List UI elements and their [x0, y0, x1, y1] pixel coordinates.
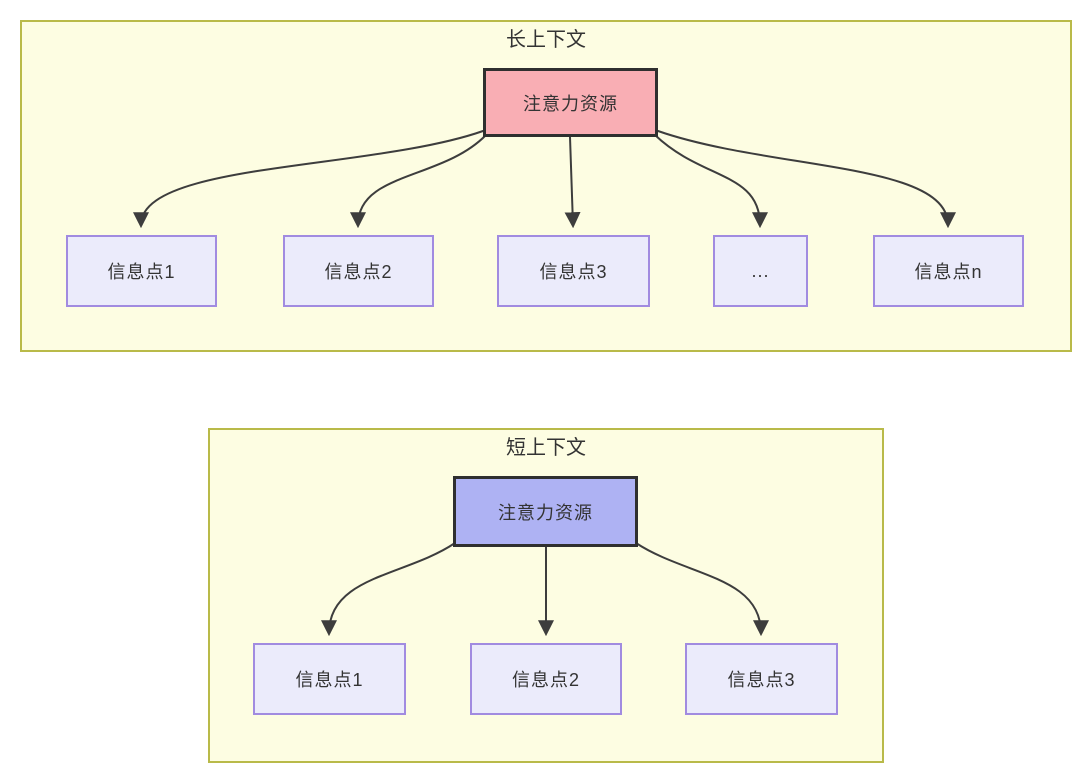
long-context-container: 长上下文 注意力资源 信息点1 信息点2 信息点3 ... 信息点n [20, 20, 1072, 352]
edge-short-to-info3 [635, 542, 769, 637]
info-point-3-long: 信息点3 [497, 235, 650, 307]
long-context-title: 长上下文 [506, 29, 586, 51]
edge-long-to-info1 [133, 130, 484, 229]
info-point-1-short: 信息点1 [253, 643, 406, 715]
edge-long-to-ellipsis [654, 134, 768, 229]
edge-short-to-info1 [321, 542, 456, 637]
short-context-title: 短上下文 [506, 437, 586, 459]
edge-long-to-info3 [564, 136, 581, 229]
short-context-container: 短上下文 注意力资源 信息点1 信息点2 信息点3 [208, 428, 884, 763]
edge-long-to-info2 [350, 134, 487, 229]
info-point-ellipsis: ... [713, 235, 808, 307]
info-point-n-long: 信息点n [873, 235, 1024, 307]
info-point-2-long: 信息点2 [283, 235, 434, 307]
info-point-1-long: 信息点1 [66, 235, 217, 307]
attention-resource-node-short: 注意力资源 [453, 476, 638, 547]
edge-long-to-infon [657, 130, 956, 229]
info-point-3-short: 信息点3 [685, 643, 838, 715]
info-point-2-short: 信息点2 [470, 643, 622, 715]
attention-resource-node-long: 注意力资源 [483, 68, 658, 137]
